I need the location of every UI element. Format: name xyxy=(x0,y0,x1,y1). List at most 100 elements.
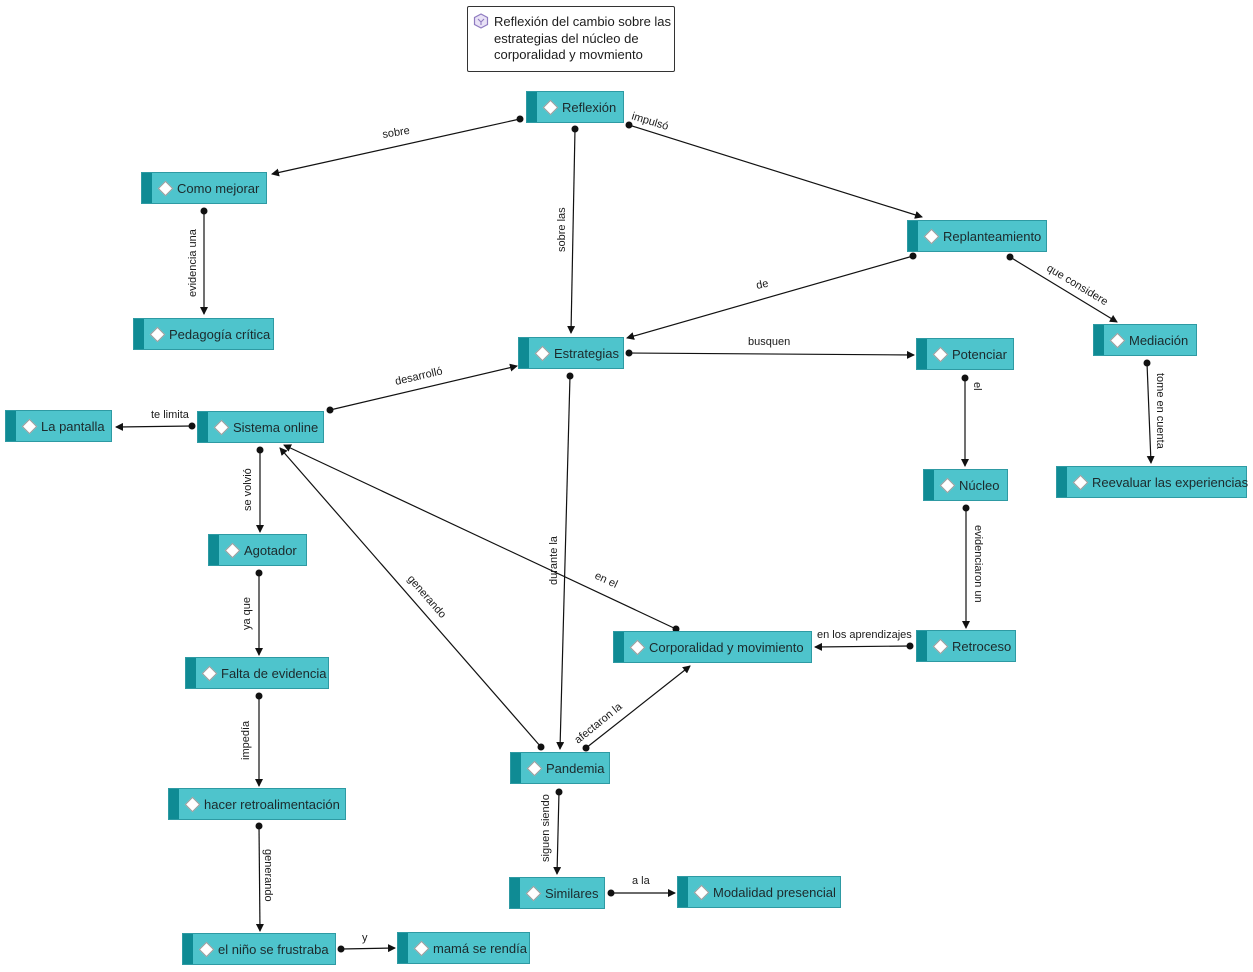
node-label: hacer retroalimentación xyxy=(204,796,340,812)
edge-pandemia-corporalidad xyxy=(585,665,691,749)
edge-reflexion-como-mejorar xyxy=(271,118,521,177)
edge-replanteamiento-estrategias xyxy=(626,255,914,340)
concept-icon xyxy=(201,665,218,681)
node-label: Reevaluar las experiencias xyxy=(1092,474,1249,490)
node-similares[interactable]: Similares xyxy=(509,877,605,909)
node-nino-frustraba[interactable]: el niño se frustraba xyxy=(182,933,336,965)
edge-label-en-el: en el xyxy=(593,570,620,591)
edge-label-busquen: busquen xyxy=(748,336,790,348)
node-label: Replanteamiento xyxy=(943,228,1042,244)
edge-label-generando-1: generando xyxy=(262,849,274,902)
edge-label-sobre: sobre xyxy=(382,125,411,141)
node-reevaluar-experiencias[interactable]: Reevaluar las experiencias xyxy=(1056,466,1249,498)
edge-retroceso-corporalidad xyxy=(814,642,911,651)
node-label: Corporalidad y movimiento xyxy=(649,639,804,655)
concept-icon xyxy=(534,345,551,361)
map-title-box[interactable]: Reflexión del cambio sobre las estrategi… xyxy=(467,6,675,72)
node-label: Mediación xyxy=(1129,332,1189,348)
node-corporalidad-movimiento[interactable]: Corporalidad y movimiento xyxy=(613,631,812,663)
edge-label-se-volvio: se volvió xyxy=(242,468,254,511)
node-replanteamiento[interactable]: Replanteamiento xyxy=(907,220,1047,252)
node-pedagogia-critica[interactable]: Pedagogía crítica xyxy=(133,318,274,350)
node-label: Falta de evidencia xyxy=(221,665,327,681)
edge-label-evidenciaron-un: evidenciaron un xyxy=(972,525,984,603)
edge-label-te-limita: te limita xyxy=(151,409,190,421)
concept-icon xyxy=(1109,332,1126,348)
edge-pandemia-similares xyxy=(553,791,562,875)
concept-icon xyxy=(542,99,559,115)
node-modalidad-presencial[interactable]: Modalidad presencial xyxy=(677,876,841,908)
edge-label-durante-la: durante la xyxy=(548,535,560,585)
edge-nino-mama xyxy=(340,944,396,953)
concept-icon xyxy=(932,346,949,362)
edge-pandemia-sistema xyxy=(279,447,542,748)
edge-reflexion-replanteamiento xyxy=(628,124,923,219)
node-label: Similares xyxy=(545,885,599,901)
concept-icon xyxy=(525,885,542,901)
node-label: Agotador xyxy=(244,542,297,558)
concept-icon xyxy=(923,228,940,244)
edge-label-evidencia-una: evidencia una xyxy=(187,228,199,297)
edge-label-y: y xyxy=(362,932,368,944)
concept-icon xyxy=(693,884,710,900)
node-pandemia[interactable]: Pandemia xyxy=(510,752,610,784)
node-label: Sistema online xyxy=(233,419,319,435)
node-label: La pantalla xyxy=(41,418,105,434)
node-estrategias[interactable]: Estrategias xyxy=(518,337,624,369)
edge-replanteamiento-mediacion xyxy=(1009,256,1118,323)
concept-icon xyxy=(526,760,543,776)
node-hacer-retroalimentacion[interactable]: hacer retroalimentación xyxy=(168,788,346,820)
edge-estrategias-potenciar xyxy=(628,350,915,359)
edge-label-impedia: impedía xyxy=(240,720,252,760)
edge-label-el: el xyxy=(971,382,983,391)
concept-icon xyxy=(224,542,241,558)
concept-icon xyxy=(198,941,215,957)
node-reflexion[interactable]: Reflexión xyxy=(526,91,624,123)
node-label: mamá se rendía xyxy=(433,940,527,956)
node-la-pantalla[interactable]: La pantalla xyxy=(5,410,112,442)
node-label: Retroceso xyxy=(952,638,1012,654)
edge-reflexion-estrategias xyxy=(567,128,576,334)
edge-label-generando-2: generando xyxy=(405,573,449,621)
edge-sistema-estrategias xyxy=(329,363,518,411)
node-mama-rendia[interactable]: mamá se rendía xyxy=(397,932,530,964)
node-falta-evidencia[interactable]: Falta de evidencia xyxy=(185,657,329,689)
node-label: Núcleo xyxy=(959,477,1000,493)
concept-icon xyxy=(939,477,956,493)
node-mediacion[interactable]: Mediación xyxy=(1093,324,1197,356)
map-title: Reflexión del cambio sobre las estrategi… xyxy=(494,14,672,62)
edge-label-tome-en-cuenta: tome en cuenta xyxy=(1154,373,1166,450)
edge-sistema-pantalla xyxy=(115,422,193,431)
concept-icon xyxy=(149,326,166,342)
concept-icon xyxy=(932,638,949,654)
node-retroceso[interactable]: Retroceso xyxy=(916,630,1016,662)
node-como-mejorar[interactable]: Como mejorar xyxy=(141,172,267,204)
edge-label-sobre-las: sobre las xyxy=(556,207,568,252)
node-label: Modalidad presencial xyxy=(713,884,836,900)
edge-mediacion-reevaluar xyxy=(1146,362,1155,464)
node-potenciar[interactable]: Potenciar xyxy=(916,338,1014,370)
edge-label-que-considere: que considere xyxy=(1044,262,1109,308)
concept-icon xyxy=(157,180,174,196)
edge-retro-nino xyxy=(255,825,264,932)
concept-map-icon xyxy=(473,13,489,29)
concept-icon xyxy=(1072,474,1089,490)
edge-label-ya-que: ya que xyxy=(241,597,253,630)
edge-label-siguen-siendo: siguen siendo xyxy=(540,794,552,862)
edge-label-de: de xyxy=(755,278,769,292)
edge-label-en-los-aprendizajes: en los aprendizajes xyxy=(817,629,912,641)
edge-label-a-la: a la xyxy=(632,875,651,887)
concept-icon xyxy=(184,796,201,812)
edge-estrategias-pandemia xyxy=(556,375,571,750)
concept-icon xyxy=(21,418,38,434)
node-label: Como mejorar xyxy=(177,180,260,196)
concept-icon xyxy=(629,639,646,655)
node-label: Estrategias xyxy=(554,345,620,361)
node-label: el niño se frustraba xyxy=(218,941,329,957)
node-nucleo[interactable]: Núcleo xyxy=(923,469,1008,501)
node-label: Pedagogía crítica xyxy=(169,326,271,342)
node-sistema-online[interactable]: Sistema online xyxy=(197,411,324,443)
node-agotador[interactable]: Agotador xyxy=(208,534,307,566)
node-label: Potenciar xyxy=(952,346,1007,362)
